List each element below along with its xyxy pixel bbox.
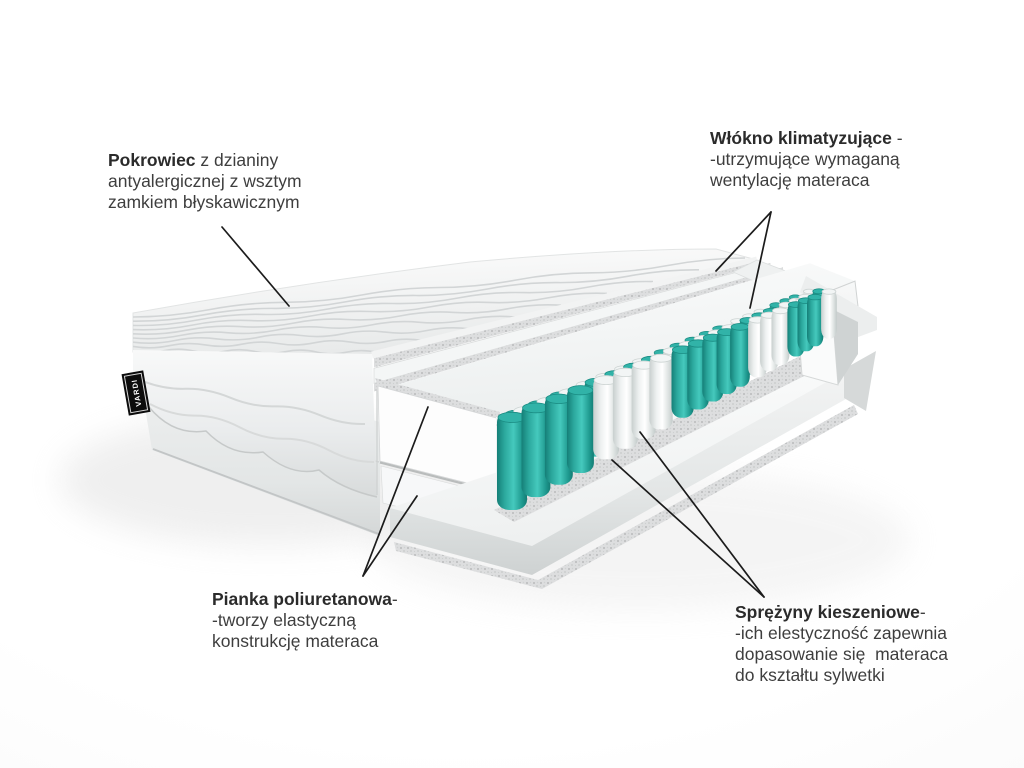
label-fiber-lead: Włókno klimatyzujące [710, 128, 892, 148]
brand-tag-frame: VARDI [123, 372, 149, 414]
label-springs: Sprężyny kieszeniowe- -ich elestyczność … [735, 602, 985, 686]
leader-lines [221, 211, 772, 598]
label-cover-line1: Pokrowiec z dzianiny [108, 150, 348, 171]
pocket-springs [496, 288, 858, 510]
label-cover-lead: Pokrowiec [108, 150, 196, 170]
label-fiber: Włókno klimatyzujące - -utrzymujące wyma… [710, 128, 950, 191]
leader-line-cover [221, 226, 290, 307]
label-fiber-rest: - [891, 128, 903, 148]
label-cover-line2: antyalergicznej z wsztym [108, 171, 302, 191]
label-cover-line3: zamkiem błyskawicznym [108, 192, 300, 212]
label-fiber-line1: Włókno klimatyzujące - [710, 128, 950, 149]
label-foam-line2: -tworzy elastyczną [212, 610, 356, 630]
quilted-cover [132, 248, 759, 498]
leader-line-foam-1 [362, 406, 429, 577]
label-springs-line4: do kształtu sylwetki [735, 665, 885, 685]
leader-line-springs-2 [639, 431, 765, 598]
label-foam-lead: Pianka poliuretanowa [212, 589, 392, 609]
label-cover: Pokrowiec z dzianiny antyalergicznej z w… [108, 150, 348, 213]
label-springs-line3: dopasowanie się materaca [735, 644, 949, 664]
label-fiber-line2: -utrzymujące wymaganą [710, 149, 900, 169]
label-foam-rest: - [391, 589, 398, 609]
leader-line-foam-2 [362, 495, 418, 577]
label-springs-rest: - [919, 602, 926, 622]
leader-line-fiber-2 [749, 211, 772, 309]
label-springs-line2: -ich elestyczność zapewnia [735, 623, 948, 643]
label-cover-rest: z dzianiny [195, 150, 279, 170]
label-fiber-line3: wentylację materaca [710, 170, 870, 190]
label-foam: Pianka poliuretanowa- -tworzy elastyczną… [212, 589, 442, 652]
leader-line-springs-1 [611, 459, 765, 598]
label-foam-line1: Pianka poliuretanowa- [212, 589, 442, 610]
label-springs-lead: Sprężyny kieszeniowe [735, 602, 920, 622]
label-springs-line1: Sprężyny kieszeniowe- [735, 602, 985, 623]
leader-line-fiber-1 [715, 211, 772, 272]
label-foam-line3: konstrukcję materaca [212, 631, 379, 651]
brand-tag-text: VARDI [129, 378, 143, 408]
